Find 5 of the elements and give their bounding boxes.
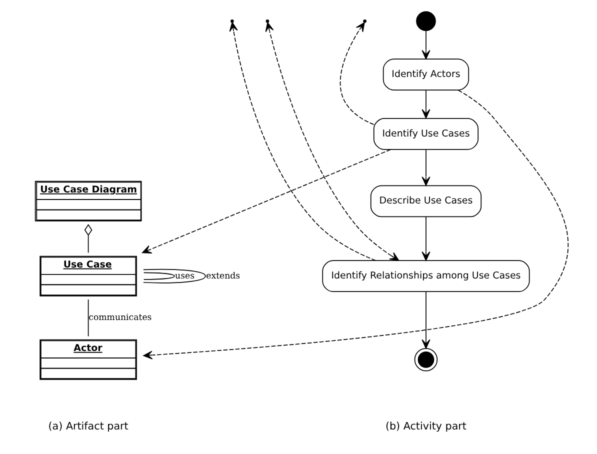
edge-label: extends (206, 271, 240, 282)
label: (a) Artifact part (48, 420, 128, 433)
label: (b) Activity part (385, 420, 466, 433)
edge-label: uses (175, 271, 195, 282)
edge-label: communicates (88, 313, 152, 324)
